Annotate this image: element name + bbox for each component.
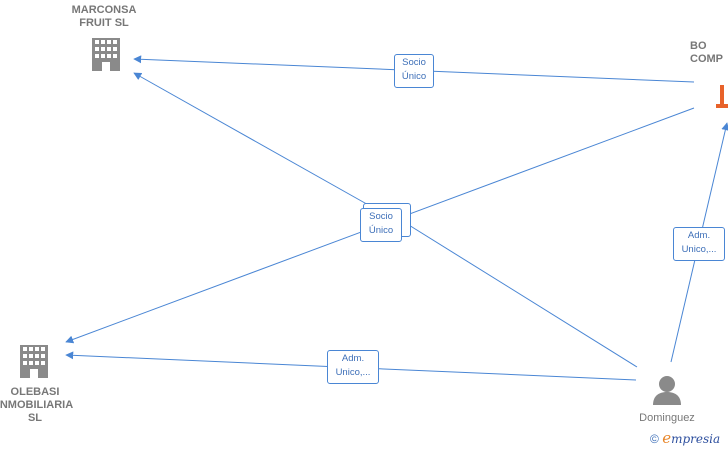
edge-dominguez-to-center [403,221,638,368]
building-icon-highlighted[interactable] [716,85,728,108]
edge-label-adm-unico-right[interactable]: Adm. Unico,... [673,227,725,261]
edge-label-socio-unico-center[interactable]: Socio Único [360,208,402,242]
edge-label-socio-unico-top[interactable]: Socio Único [394,54,434,88]
copyright-symbol: © [650,432,659,446]
node-label-dominguez[interactable]: Dominguez [639,412,695,424]
node-label-marconsa[interactable]: MARCONSA FRUIT SL [71,4,137,29]
empresia-logo: empresia [662,429,721,447]
edge-center-to-marconsa [133,72,373,208]
person-icon[interactable] [653,376,681,405]
building-icon[interactable] [92,38,120,71]
edge-label-adm-unico-bottom[interactable]: Adm. Unico,... [327,350,379,384]
node-label-olebasi[interactable]: OLEBASI INMOBILIARIA SL [0,386,74,424]
empresia-watermark: © empresia [650,429,720,447]
building-icon[interactable] [20,345,48,378]
node-label-bo-comp[interactable]: BO COMP [690,40,723,65]
